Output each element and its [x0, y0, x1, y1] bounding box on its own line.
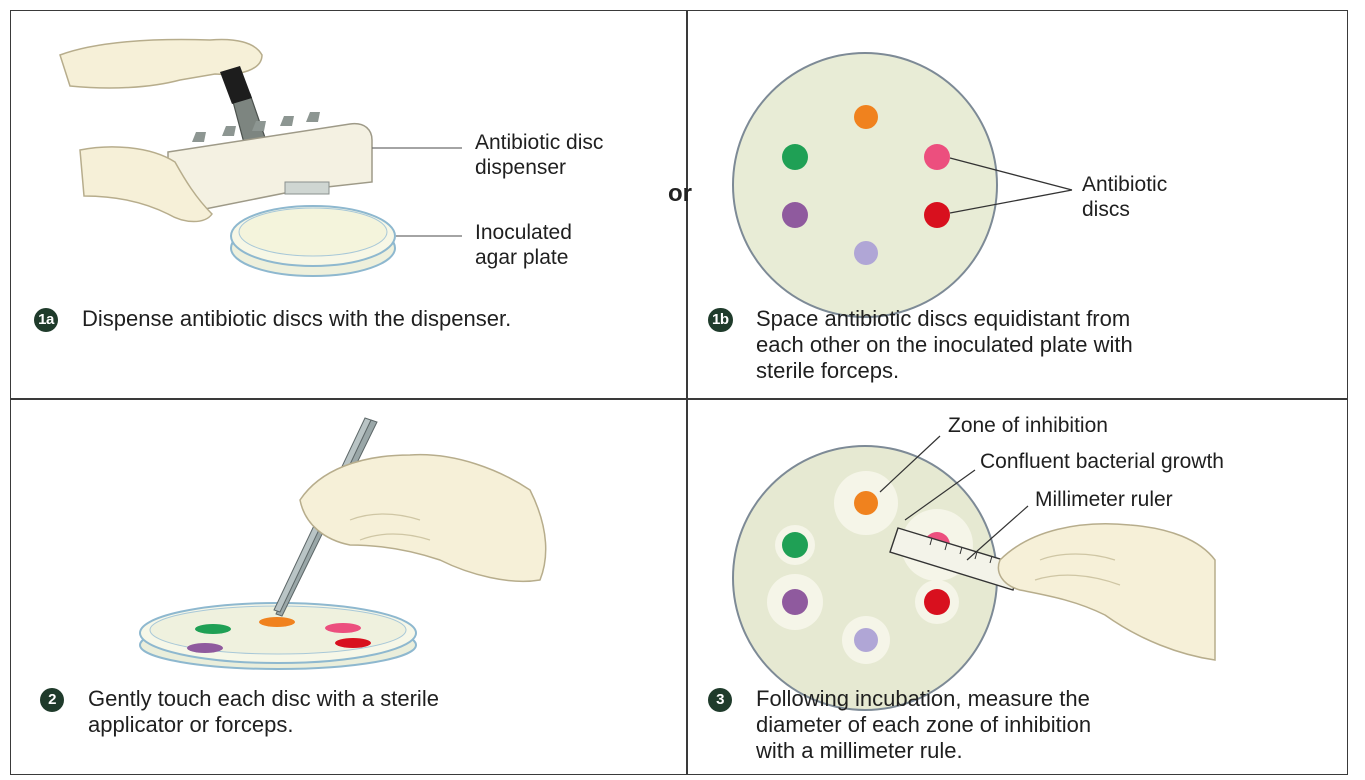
- disc-red: [335, 638, 371, 648]
- label-confluent-growth: Confluent bacterial growth: [980, 449, 1224, 474]
- disc-lavender: [854, 241, 878, 265]
- disc-red: [924, 589, 950, 615]
- label-millimeter-ruler: Millimeter ruler: [1035, 487, 1173, 512]
- disc-red: [924, 202, 950, 228]
- disc-green: [782, 144, 808, 170]
- disc-lavender: [854, 628, 878, 652]
- label-antibiotic-discs: Antibiotic discs: [1082, 172, 1167, 222]
- step-badge-2: 2: [40, 688, 64, 712]
- disc-orange: [259, 617, 295, 627]
- dispenser-illustration: [60, 40, 462, 276]
- disc-purple: [782, 589, 808, 615]
- disc-purple: [187, 643, 223, 653]
- plate-2-illustration: [140, 418, 546, 669]
- step-badge-1a: 1a: [34, 308, 58, 332]
- disc-purple: [782, 202, 808, 228]
- label-disc-dispenser: Antibiotic disc dispenser: [475, 130, 603, 180]
- step-badge-3: 3: [708, 688, 732, 712]
- caption-2: Gently touch each disc with a sterile ap…: [88, 686, 439, 738]
- disc-green: [782, 532, 808, 558]
- disc-pink: [924, 144, 950, 170]
- step-badge-1b: 1b: [708, 308, 733, 332]
- caption-1b: Space antibiotic discs equidistant from …: [756, 306, 1133, 384]
- label-zone-of-inhibition: Zone of inhibition: [948, 413, 1108, 438]
- label-inoculated-agar-plate: Inoculated agar plate: [475, 220, 572, 270]
- caption-1a: Dispense antibiotic discs with the dispe…: [82, 306, 511, 332]
- disc-pink: [325, 623, 361, 633]
- plate-1b-illustration: [733, 53, 1072, 317]
- disc-orange: [854, 491, 878, 515]
- caption-3: Following incubation, measure the diamet…: [756, 686, 1091, 764]
- disc-green: [195, 624, 231, 634]
- disc-orange: [854, 105, 878, 129]
- plate-3-illustration: [733, 436, 1215, 710]
- or-connector: or: [668, 180, 692, 208]
